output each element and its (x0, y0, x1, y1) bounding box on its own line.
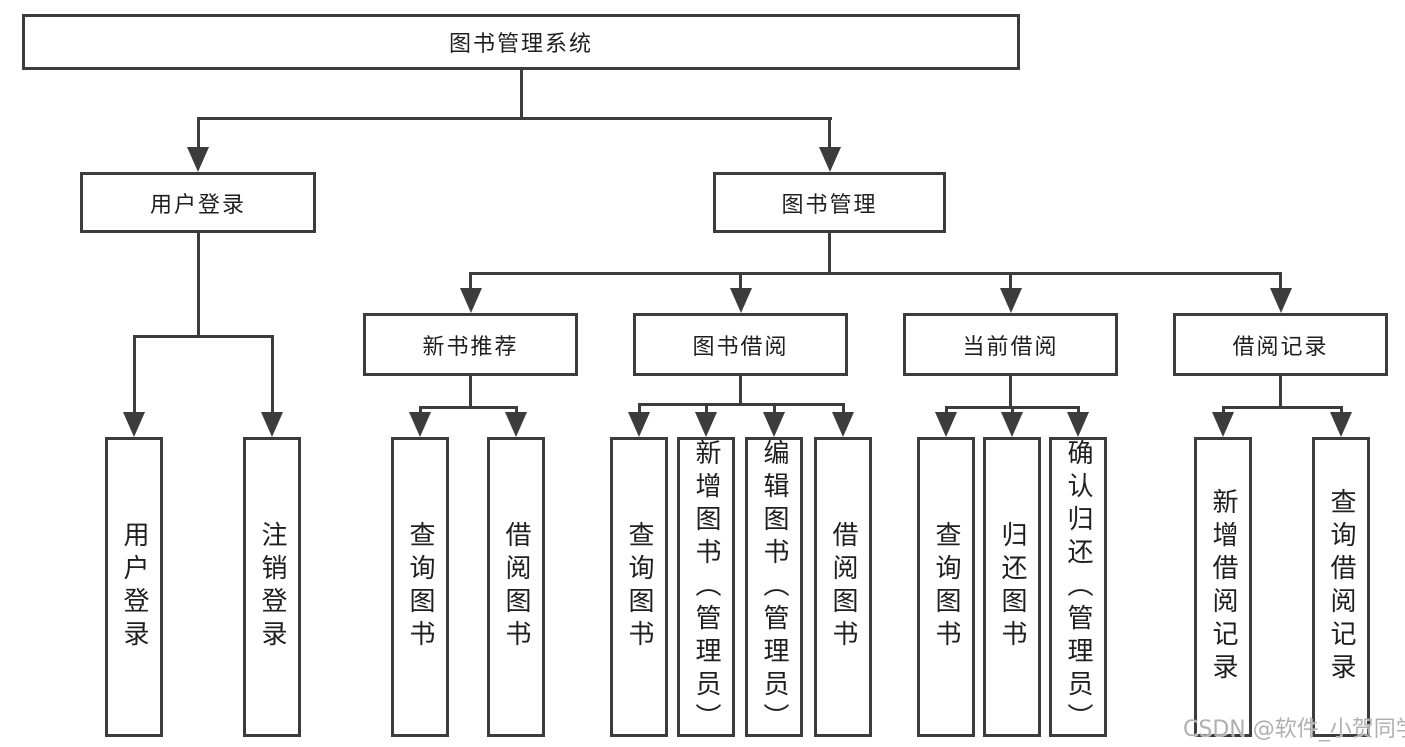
arrow-down-icon (261, 412, 283, 437)
node-label-borrow-records: 借阅记录 (1232, 334, 1329, 360)
node-box-br-add: 新增借阅记录 (1194, 437, 1252, 737)
node-label-cb-query: 查询图书 (931, 521, 961, 653)
node-label-current-borrow: 当前借阅 (962, 334, 1059, 360)
connector-line (133, 335, 274, 338)
node-label-bb-add: 新增图书（管理员） (691, 438, 721, 736)
arrow-down-icon (505, 412, 527, 437)
arrow-down-icon (628, 412, 650, 437)
node-label-book-mgmt: 图书管理 (781, 192, 878, 218)
node-label-cb-return: 归还图书 (997, 521, 1027, 653)
connector-line (638, 403, 845, 406)
arrow-down-icon (409, 412, 431, 437)
arrow-down-icon (187, 147, 209, 172)
connector-line (469, 376, 472, 409)
node-box-logout-leaf: 注销登录 (243, 437, 301, 737)
arrow-down-icon (695, 412, 717, 437)
connector-line (1009, 376, 1012, 409)
node-box-book-mgmt: 图书管理 (713, 172, 946, 233)
connector-line (419, 406, 518, 409)
connector-line (469, 272, 472, 290)
arrow-down-icon (123, 412, 145, 437)
node-label-bb-edit: 编辑图书（管理员） (759, 438, 789, 736)
node-box-user-login: 用户登录 (80, 172, 316, 233)
node-label-br-add: 新增借阅记录 (1208, 488, 1238, 686)
connector-line (419, 406, 422, 414)
connector-line (1279, 376, 1282, 409)
node-box-borrow-records: 借阅记录 (1173, 313, 1388, 376)
node-box-rec-query: 查询图书 (391, 437, 449, 737)
node-box-cb-query: 查询图书 (917, 437, 975, 737)
connector-line (945, 406, 948, 414)
arrow-down-icon (763, 412, 785, 437)
connector-line (520, 70, 523, 120)
node-box-cb-return: 归还图书 (983, 437, 1041, 737)
connector-line (133, 335, 136, 414)
arrow-down-icon (1001, 412, 1023, 437)
connector-line (1077, 406, 1080, 414)
node-box-book-borrow: 图书借阅 (633, 313, 848, 376)
connector-line (739, 376, 742, 406)
arrow-down-icon (1212, 412, 1234, 437)
connector-line (271, 335, 274, 414)
connector-line (1222, 406, 1343, 409)
arrow-down-icon (1067, 412, 1089, 437)
connector-line (828, 117, 831, 149)
node-box-root: 图书管理系统 (22, 14, 1020, 70)
arrow-down-icon (729, 288, 752, 313)
node-box-rec-borrow: 借阅图书 (487, 437, 545, 737)
connector-line (1011, 406, 1014, 414)
node-label-new-book-rec: 新书推荐 (422, 334, 519, 360)
connector-line (469, 272, 1282, 275)
connector-line (197, 233, 200, 338)
connector-line (1222, 406, 1225, 414)
node-box-bb-edit: 编辑图书（管理员） (745, 437, 803, 737)
node-box-bb-query: 查询图书 (610, 437, 668, 737)
arrow-down-icon (1269, 288, 1292, 313)
node-label-rec-borrow: 借阅图书 (501, 521, 531, 653)
connector-line (773, 403, 776, 414)
node-label-root: 图书管理系统 (448, 32, 593, 57)
node-label-br-query: 查询借阅记录 (1326, 488, 1356, 686)
connector-line (515, 406, 518, 414)
node-box-bb-borrow: 借阅图书 (814, 437, 872, 737)
node-label-user-login: 用户登录 (149, 192, 246, 218)
node-box-user-login-leaf: 用户登录 (105, 437, 163, 737)
node-label-logout-leaf: 注销登录 (257, 521, 287, 653)
connector-line (197, 117, 200, 149)
arrow-down-icon (818, 147, 841, 172)
csdn-watermark: CSDN @软件_小贺同学 (1183, 717, 1405, 742)
connector-line (1340, 406, 1343, 414)
connector-line (197, 117, 832, 120)
node-label-bb-query: 查询图书 (624, 521, 654, 653)
node-box-new-book-rec: 新书推荐 (363, 313, 578, 376)
node-box-cb-confirm: 确认归还（管理员） (1049, 437, 1107, 737)
node-label-user-login-leaf: 用户登录 (119, 521, 149, 653)
node-box-bb-add: 新增图书（管理员） (677, 437, 735, 737)
connector-line (638, 403, 641, 414)
arrow-down-icon (1330, 412, 1352, 437)
arrow-down-icon (935, 412, 957, 437)
arrow-down-icon (999, 288, 1022, 313)
node-label-rec-query: 查询图书 (405, 521, 435, 653)
connector-line (842, 403, 845, 414)
node-label-cb-confirm: 确认归还（管理员） (1063, 438, 1093, 736)
node-label-bb-borrow: 借阅图书 (828, 521, 858, 653)
node-box-br-query: 查询借阅记录 (1312, 437, 1370, 737)
connector-line (1009, 272, 1012, 290)
connector-line (739, 272, 742, 290)
arrow-down-icon (832, 412, 854, 437)
node-label-book-borrow: 图书借阅 (692, 334, 789, 360)
connector-line (705, 403, 708, 414)
connector-line (1279, 272, 1282, 290)
arrow-down-icon (459, 288, 482, 313)
node-box-current-borrow: 当前借阅 (903, 313, 1118, 376)
connector-line (828, 233, 831, 275)
